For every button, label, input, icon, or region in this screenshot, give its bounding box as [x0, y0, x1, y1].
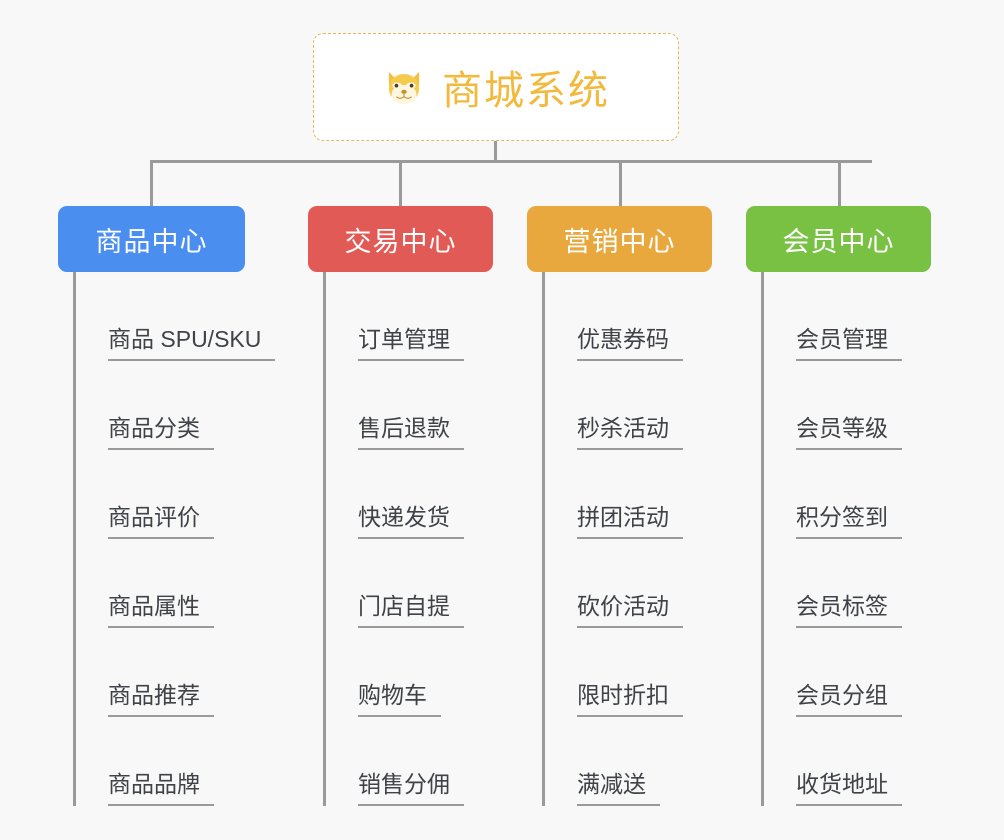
root-node[interactable]: 商城系统 [313, 33, 679, 141]
category-box-3[interactable]: 营销中心 [527, 206, 712, 272]
connector-drop-4 [838, 160, 841, 206]
connector-drop-2 [399, 160, 402, 206]
leaf-rail [542, 272, 545, 806]
category-box-2[interactable]: 交易中心 [308, 206, 493, 272]
leaf-item[interactable]: 会员管理 [764, 272, 902, 361]
leaf-item-label: 销售分佣 [358, 771, 464, 806]
leaf-item-label: 优惠券码 [577, 326, 683, 361]
connector-drop-3 [619, 160, 622, 206]
leaf-item[interactable]: 商品推荐 [76, 628, 214, 717]
leaf-item-label: 会员标签 [796, 593, 902, 628]
leaf-item[interactable]: 限时折扣 [545, 628, 683, 717]
leaf-item-label: 商品评价 [108, 504, 214, 539]
leaf-item[interactable]: 快递发货 [326, 450, 464, 539]
category-label: 交易中心 [344, 226, 457, 257]
leaf-item-label: 购物车 [358, 682, 441, 717]
category-box-1[interactable]: 商品中心 [58, 206, 245, 272]
leaf-item-label: 积分签到 [796, 504, 902, 539]
category-box-4[interactable]: 会员中心 [746, 206, 931, 272]
leaf-item-label: 限时折扣 [577, 682, 683, 717]
connector-horizontal-bar [150, 160, 872, 163]
leaf-item[interactable]: 优惠券码 [545, 272, 683, 361]
shiba-dog-face-icon [382, 65, 426, 109]
leaf-item[interactable]: 收货地址 [764, 717, 902, 806]
leaf-item[interactable]: 门店自提 [326, 539, 464, 628]
leaf-item-label: 收货地址 [796, 771, 902, 806]
leaf-item-label: 秒杀活动 [577, 415, 683, 450]
leaf-rail [73, 272, 76, 806]
category-label: 营销中心 [563, 226, 676, 257]
leaf-item[interactable]: 商品品牌 [76, 717, 214, 806]
leaf-item[interactable]: 订单管理 [326, 272, 464, 361]
leaf-item-label: 商品 SPU/SKU [108, 326, 276, 361]
leaf-item[interactable]: 积分签到 [764, 450, 902, 539]
leaf-item[interactable]: 购物车 [326, 628, 441, 717]
leaf-item[interactable]: 会员分组 [764, 628, 902, 717]
connector-stem [494, 141, 497, 163]
leaf-item[interactable]: 满减送 [545, 717, 660, 806]
leaf-item[interactable]: 会员等级 [764, 361, 902, 450]
leaf-item-label: 商品属性 [108, 593, 214, 628]
leaf-item-label: 商品推荐 [108, 682, 214, 717]
leaf-item-label: 订单管理 [358, 326, 464, 361]
leaf-item-label: 会员分组 [796, 682, 902, 717]
leaf-item-label: 商品品牌 [108, 771, 214, 806]
root-title: 商城系统 [442, 69, 610, 113]
leaf-rail [323, 272, 326, 806]
leaf-item-label: 会员管理 [796, 326, 902, 361]
leaf-item[interactable]: 会员标签 [764, 539, 902, 628]
leaf-item-label: 售后退款 [358, 415, 464, 450]
leaf-item[interactable]: 拼团活动 [545, 450, 683, 539]
leaf-item[interactable]: 销售分佣 [326, 717, 464, 806]
leaf-item-label: 会员等级 [796, 415, 902, 450]
leaf-item[interactable]: 售后退款 [326, 361, 464, 450]
leaf-item[interactable]: 商品评价 [76, 450, 214, 539]
leaf-item-label: 门店自提 [358, 593, 464, 628]
leaf-item[interactable]: 秒杀活动 [545, 361, 683, 450]
leaf-item[interactable]: 商品属性 [76, 539, 214, 628]
leaf-item[interactable]: 砍价活动 [545, 539, 683, 628]
leaf-item-label: 砍价活动 [577, 593, 683, 628]
leaf-rail [761, 272, 764, 806]
leaf-item-label: 拼团活动 [577, 504, 683, 539]
leaf-item[interactable]: 商品 SPU/SKU [76, 272, 276, 361]
connector-drop-1 [150, 160, 153, 206]
leaf-item-label: 满减送 [577, 771, 660, 806]
category-label: 会员中心 [782, 226, 895, 257]
leaf-item-label: 快递发货 [358, 504, 464, 539]
leaf-item-label: 商品分类 [108, 415, 214, 450]
leaf-item[interactable]: 商品分类 [76, 361, 214, 450]
category-label: 商品中心 [95, 226, 208, 257]
